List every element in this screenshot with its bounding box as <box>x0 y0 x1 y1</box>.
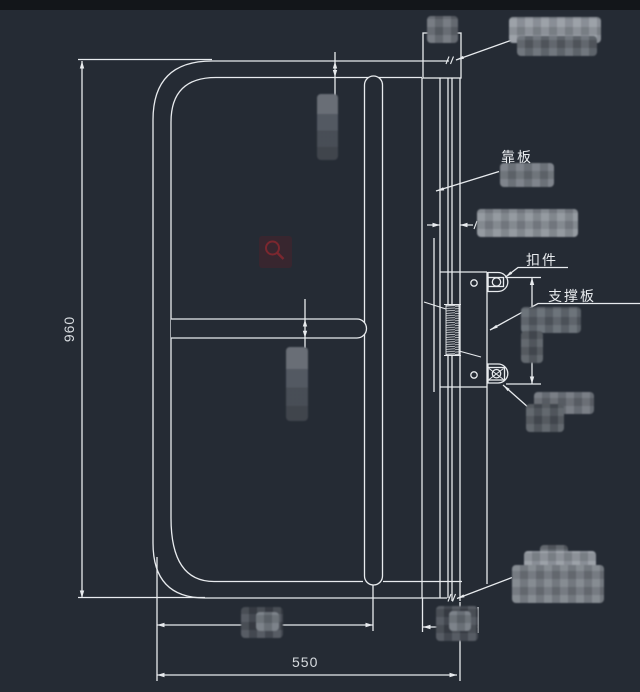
middle-rail <box>171 318 368 339</box>
break-ticks <box>445 56 483 602</box>
redacted-text-blob <box>317 94 338 160</box>
redacted-text-blob <box>521 331 543 363</box>
dimension-arrows <box>79 55 535 678</box>
redacted-text-blob <box>517 36 597 56</box>
clip-bottom-cross <box>488 368 504 380</box>
magnifier-icon <box>265 240 285 260</box>
clip-bottom-circle <box>491 368 502 379</box>
spring <box>445 304 460 356</box>
door-post <box>363 75 384 586</box>
leader-bottom-right <box>456 576 513 600</box>
top-dark-strip <box>0 0 640 10</box>
leader-top-right <box>455 39 513 61</box>
dimension-960-line <box>78 58 212 599</box>
redacted-text-blob <box>449 611 471 631</box>
clip-bottom-slot <box>487 366 506 381</box>
redacted-text-blob <box>427 16 458 43</box>
label-back-plate: 靠板 <box>501 149 533 165</box>
spring-end-lines <box>444 303 461 357</box>
redacted-text-blob <box>512 565 604 603</box>
redacted-text-blob <box>286 347 308 421</box>
dimension-960-text: 960 <box>61 315 78 343</box>
leader-back-plate <box>435 170 500 192</box>
spring-leaders <box>423 301 482 358</box>
clip-top <box>487 271 509 293</box>
frame-outer-outline <box>152 60 449 599</box>
watermark-badge <box>259 236 292 268</box>
redacted-text-blob <box>500 163 554 187</box>
label-fastener: 扣件 <box>526 252 558 268</box>
mounting-plate <box>440 271 488 584</box>
redacted-text-blob <box>256 612 279 631</box>
dimension-550-text: 550 <box>292 654 319 670</box>
redacted-text-blob <box>524 551 596 569</box>
redacted-text-blob <box>477 209 578 237</box>
clip-top-circle <box>491 277 502 287</box>
bolt-hole-bottom <box>470 371 478 379</box>
redacted-text-blob <box>521 307 581 333</box>
label-support-plate: 支撑板 <box>548 288 596 304</box>
frame-inner-outline <box>170 76 422 583</box>
leader-support-plate <box>489 302 640 331</box>
bolt-hole-top <box>470 279 478 287</box>
redacted-text-blob <box>526 404 564 432</box>
